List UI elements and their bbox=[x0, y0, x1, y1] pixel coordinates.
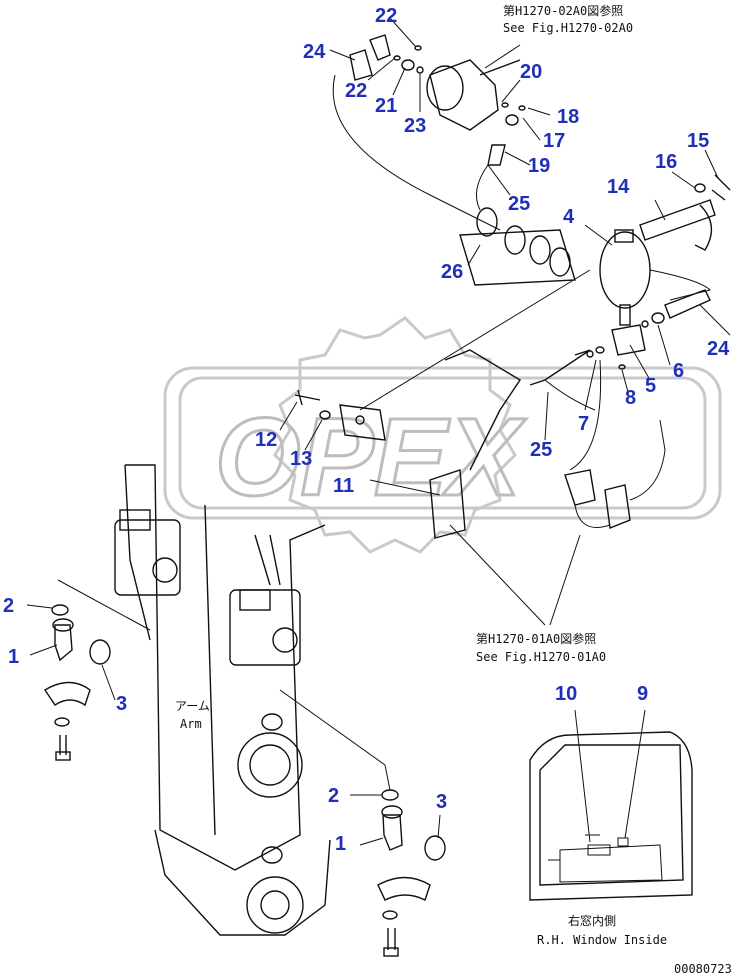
callout-1b: 1 bbox=[335, 833, 346, 855]
watermark-gear-icon bbox=[273, 316, 517, 554]
callout-8: 8 bbox=[625, 387, 636, 409]
callout-2a: 2 bbox=[3, 595, 14, 617]
arm-label-en: Arm bbox=[180, 717, 202, 731]
callout-24a: 24 bbox=[303, 41, 326, 63]
accumulator-assembly bbox=[529, 174, 731, 386]
cab-window-inset: 右窓内側 R.H. Window Inside bbox=[529, 709, 693, 947]
callout-2b: 2 bbox=[328, 785, 339, 807]
hose-clamp-set bbox=[459, 207, 576, 286]
arm-structure: アーム Arm bbox=[114, 464, 331, 936]
fitting-group-left bbox=[44, 579, 151, 761]
callout-13: 13 bbox=[290, 448, 312, 470]
callout-22a: 22 bbox=[375, 5, 397, 27]
callout-12: 12 bbox=[255, 429, 277, 451]
ref-mid-jp: 第H1270-01A0図参照 bbox=[476, 631, 596, 646]
watermark-frame-inner bbox=[178, 376, 707, 510]
callout-23: 23 bbox=[404, 115, 426, 137]
watermark: OPEX bbox=[163, 316, 722, 554]
fitting-group-mid bbox=[279, 689, 446, 957]
callout-18: 18 bbox=[557, 106, 579, 128]
callout-10: 10 bbox=[555, 683, 577, 705]
callout-3a: 3 bbox=[116, 693, 127, 715]
callout-15: 15 bbox=[687, 130, 709, 152]
callout-20: 20 bbox=[520, 61, 542, 83]
callout-14: 14 bbox=[607, 176, 630, 198]
reference-notes: 第H1270-02A0図参照 See Fig.H1270-02A0 第H1270… bbox=[449, 3, 732, 976]
callout-7: 7 bbox=[578, 413, 589, 435]
callout-1a: 1 bbox=[8, 646, 19, 668]
callout-21: 21 bbox=[375, 95, 397, 117]
callout-leaders bbox=[26, 17, 731, 846]
callout-16: 16 bbox=[655, 151, 677, 173]
watermark-frame bbox=[163, 366, 722, 520]
callout-6: 6 bbox=[673, 360, 684, 382]
callouts: 1 1 2 2 3 3 4 5 6 7 8 9 10 11 12 13 14 1… bbox=[3, 5, 730, 855]
window-label-en: R.H. Window Inside bbox=[537, 933, 667, 947]
drawing-number: 00080723 bbox=[674, 962, 732, 976]
window-label-jp: 右窓内側 bbox=[568, 913, 616, 928]
callout-25a: 25 bbox=[508, 193, 530, 215]
callout-3b: 3 bbox=[436, 791, 447, 813]
callout-4: 4 bbox=[563, 206, 575, 228]
watermark-text: OPEX bbox=[215, 396, 526, 519]
ref-top-en: See Fig.H1270-02A0 bbox=[503, 21, 633, 35]
callout-11: 11 bbox=[333, 475, 354, 497]
arm-label-jp: アーム bbox=[175, 699, 210, 713]
callout-17: 17 bbox=[543, 130, 565, 152]
callout-24b: 24 bbox=[707, 338, 730, 360]
bracket-assembly bbox=[294, 269, 591, 539]
ref-mid-en: See Fig.H1270-01A0 bbox=[476, 650, 606, 664]
hose-loop bbox=[544, 359, 666, 529]
callout-26: 26 bbox=[441, 261, 463, 283]
valve-assembly bbox=[332, 34, 526, 231]
callout-19: 19 bbox=[528, 155, 550, 177]
callout-22b: 22 bbox=[345, 80, 367, 102]
callout-25b: 25 bbox=[530, 439, 552, 461]
ref-top-jp: 第H1270-02A0図参照 bbox=[503, 3, 623, 18]
callout-9: 9 bbox=[637, 683, 648, 705]
callout-5: 5 bbox=[645, 375, 656, 397]
